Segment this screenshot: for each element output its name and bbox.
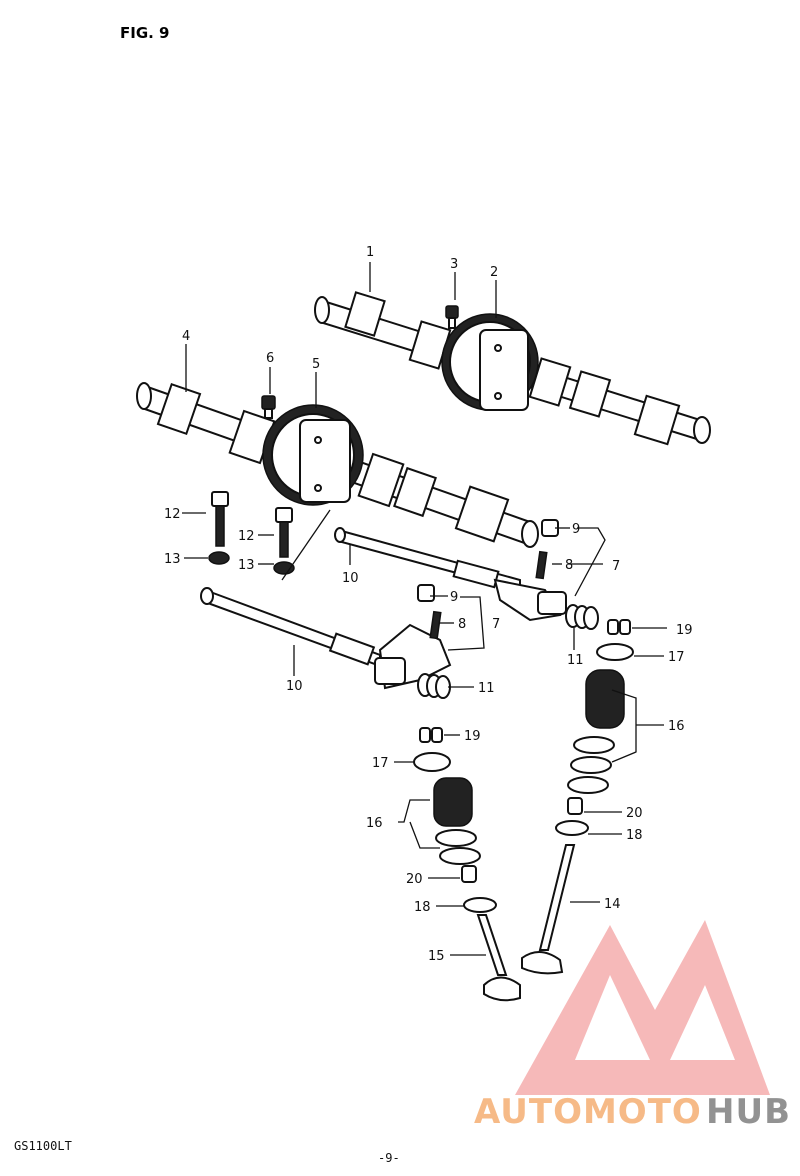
bolt-3	[445, 305, 459, 329]
callout-20-left: 20	[406, 872, 423, 887]
guide-line	[281, 509, 331, 581]
valve-cotter-19-left	[419, 727, 443, 743]
nut-9-lower	[417, 584, 435, 602]
callout-16-left: 16	[366, 816, 383, 831]
callout-11-upper: 11	[567, 653, 584, 668]
callout-17-right: 17	[668, 650, 685, 665]
callout-18-right: 18	[626, 828, 643, 843]
rocker-arm-upper	[493, 578, 567, 622]
spring-seat-18-right	[555, 820, 589, 836]
page-number: -9-	[378, 1151, 400, 1165]
valve-spring-16-right	[567, 669, 625, 794]
callout-12-right: 12	[238, 529, 255, 544]
watermark-text-automoto: AUTOMOTO	[474, 1092, 702, 1132]
callout-16-right: 16	[668, 719, 685, 734]
spring-11-upper	[565, 604, 599, 630]
valve-spring-16-left	[433, 777, 481, 865]
callout-15: 15	[428, 949, 445, 964]
spring-seat-18-left	[463, 897, 497, 913]
callout-13-left: 13	[164, 552, 181, 567]
spring-retainer-17-left	[413, 752, 451, 772]
callout-14: 14	[604, 897, 621, 912]
valve-cotter-19-right	[607, 619, 631, 635]
leader-lines	[182, 262, 667, 956]
callout-20-right: 20	[626, 806, 643, 821]
bolt-6	[261, 395, 276, 419]
adjuster-8-upper	[535, 550, 548, 580]
watermark-logo	[515, 920, 770, 1095]
callout-9-lower: 9	[450, 590, 458, 605]
callout-6: 6	[266, 351, 274, 366]
bolt-12-left	[211, 491, 229, 547]
callout-10-upper: 10	[342, 571, 359, 586]
spring-11-lower	[417, 673, 451, 699]
callout-18-left: 18	[414, 900, 431, 915]
watermark-text-hub: HUB	[706, 1092, 791, 1132]
callout-13-right: 13	[238, 558, 255, 573]
cam-sprocket-exhaust	[441, 313, 539, 411]
valve-seal-20-left	[461, 865, 477, 883]
callout-7-upper: 7	[612, 559, 620, 574]
callout-11-lower: 11	[478, 681, 495, 696]
callout-7-lower: 7	[492, 617, 500, 632]
spring-retainer-17-right	[596, 643, 634, 661]
watermark-text: AUTOMOTO HUB	[474, 1092, 791, 1132]
rocker-shaft-lower	[200, 587, 381, 668]
callout-17-left: 17	[372, 756, 389, 771]
valve-15	[476, 914, 521, 1002]
bolt-12-right	[275, 507, 293, 558]
callout-19-left: 19	[464, 729, 481, 744]
callout-1: 1	[366, 245, 374, 260]
valve-14	[521, 844, 576, 975]
callout-8-upper: 8	[565, 558, 573, 573]
callout-labels: 1 2 3 4 5 6 7 7 8 8 9 9 10 10 11 11 12 1…	[164, 245, 693, 964]
callout-2: 2	[490, 265, 498, 280]
washer-13-left	[208, 551, 230, 565]
callout-4: 4	[182, 329, 190, 344]
model-code: GS1100LT	[14, 1139, 72, 1153]
triangle-logo-icon	[515, 920, 770, 1095]
callout-12-left: 12	[164, 507, 181, 522]
callout-5: 5	[312, 357, 320, 372]
callout-19-right: 19	[676, 623, 693, 638]
callout-9-upper: 9	[572, 522, 580, 537]
callout-8-lower: 8	[458, 617, 466, 632]
washer-13-right	[273, 561, 295, 575]
rocker-arm-lower	[374, 623, 452, 690]
callout-10-lower: 10	[286, 679, 303, 694]
figure-label: FIG. 9	[120, 24, 170, 42]
callout-3: 3	[450, 257, 458, 272]
cam-sprocket-intake	[262, 404, 364, 506]
adjuster-8-lower	[429, 610, 442, 640]
valve-seal-20-right	[567, 797, 583, 815]
